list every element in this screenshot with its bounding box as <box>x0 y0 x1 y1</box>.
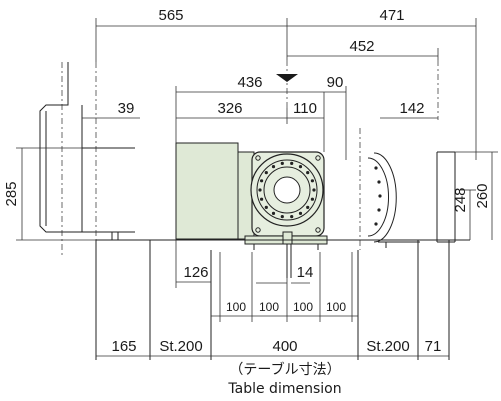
dimension-labels: 565 471 452 436 90 326 110 39 142 285 24… <box>3 7 491 355</box>
bolt-hole <box>298 165 303 169</box>
dim-100-2: 100 <box>259 300 279 314</box>
clamp-bolt <box>282 231 293 245</box>
bolt-hole <box>260 197 264 201</box>
bottom-dimensions <box>96 239 449 357</box>
mounting-hole <box>255 155 261 161</box>
dim-st200-right: St.200 <box>366 338 409 355</box>
bolt-hole <box>298 211 303 215</box>
dim-142: 142 <box>399 100 424 117</box>
dim-126: 126 <box>183 264 208 281</box>
caption-japanese: （テーブル寸法） <box>229 361 340 378</box>
mounting-hole <box>315 155 321 161</box>
bolt-hole <box>258 188 262 192</box>
dim-471: 471 <box>379 7 404 24</box>
bolt-hole <box>306 171 310 175</box>
motor-housing <box>175 142 239 240</box>
bolt-hole <box>264 205 268 209</box>
mounting-hole <box>255 227 261 233</box>
bolt-hole <box>271 211 276 215</box>
bolt-hole <box>260 179 264 183</box>
dim-71: 71 <box>425 338 442 355</box>
caption-english: Table dimension <box>227 381 341 397</box>
mounting-hole <box>315 227 321 233</box>
bolt-holes <box>255 155 321 233</box>
dim-565: 565 <box>158 7 183 24</box>
table-center-bore <box>273 176 301 204</box>
left-machine-outline <box>39 62 135 241</box>
vertical-dimensions <box>16 147 498 241</box>
bolt-hole <box>271 165 276 169</box>
bolt-hole <box>310 197 314 201</box>
top-dimensions <box>82 18 477 160</box>
dim-436: 436 <box>237 74 262 91</box>
table-top-marker <box>276 74 298 82</box>
bolt-hole <box>280 215 284 219</box>
bolt-hole <box>290 161 294 165</box>
rotary-table-body <box>175 142 328 278</box>
dim-165: 165 <box>111 338 136 355</box>
bolt-hole <box>264 171 268 175</box>
dim-452: 452 <box>349 38 374 55</box>
dim-100-1: 100 <box>226 300 246 314</box>
bolt-hole <box>290 215 294 219</box>
dim-90: 90 <box>327 74 344 91</box>
bolt-hole <box>312 188 316 192</box>
dim-100-4: 100 <box>326 300 346 314</box>
dim-39: 39 <box>118 100 135 117</box>
dim-100-3: 100 <box>293 300 313 314</box>
bolt-hole <box>310 179 314 183</box>
dim-285: 285 <box>3 181 20 206</box>
dim-110: 110 <box>293 100 317 117</box>
dim-14: 14 <box>297 264 314 281</box>
dim-260: 260 <box>474 183 491 208</box>
bolt-hole <box>280 161 284 165</box>
dim-248: 248 <box>452 187 469 212</box>
bolt-hole <box>306 205 310 209</box>
dim-326: 326 <box>217 100 242 117</box>
right-side-view <box>367 151 456 248</box>
dim-st200-left: St.200 <box>159 338 202 355</box>
dim-400: 400 <box>272 338 297 355</box>
